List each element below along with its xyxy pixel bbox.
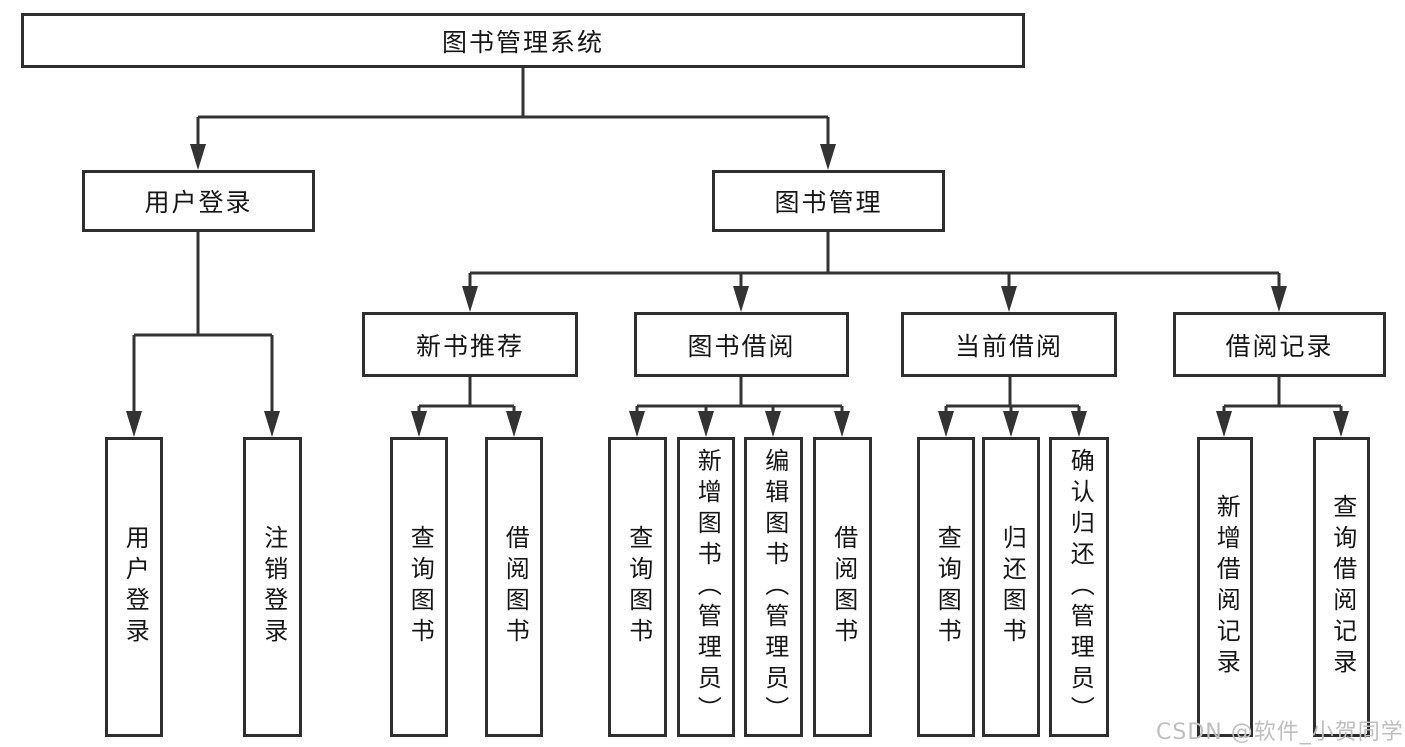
arrowhead-icon	[506, 411, 522, 437]
node-cur-confirm: 确认归还（管理员）	[1049, 437, 1109, 737]
node-label: 确认归还（管理员）	[1066, 447, 1093, 727]
node-login-user: 用户登录	[105, 437, 163, 737]
arrowhead-icon	[834, 411, 850, 437]
edge-book-borrow	[635, 377, 844, 427]
node-label: 编辑图书（管理员）	[760, 447, 787, 727]
node-label: 图书借阅	[687, 333, 796, 361]
watermark: CSDN @软件_小贺同学	[1156, 720, 1404, 745]
edge-user-login	[132, 232, 274, 427]
node-book-mgmt: 图书管理	[712, 170, 945, 232]
node-label: 用户登录	[144, 190, 253, 217]
node-label: 借阅图书	[501, 525, 528, 649]
arrowhead-icon	[698, 411, 714, 437]
edge-system	[196, 68, 830, 160]
node-label: 查询借阅记录	[1328, 494, 1355, 680]
arrowhead-icon	[938, 411, 954, 437]
arrowhead-icon	[190, 144, 206, 170]
edge-current-borrow	[944, 377, 1081, 427]
node-label: 查询图书	[933, 525, 960, 649]
node-borrow-edit: 编辑图书（管理员）	[744, 437, 803, 737]
arrowhead-icon	[820, 144, 836, 170]
node-label: 新增借阅记录	[1212, 494, 1239, 680]
node-rec-query: 查询图书	[390, 437, 448, 737]
arrowhead-icon	[1003, 411, 1019, 437]
node-borrow-borrow: 借阅图书	[813, 437, 872, 737]
node-login-logout: 注销登录	[243, 437, 302, 737]
arrowhead-icon	[264, 411, 280, 437]
node-label: 用户登录	[121, 525, 148, 649]
arrowhead-icon	[1271, 286, 1287, 312]
node-label: 图书管理	[774, 190, 883, 217]
node-borrow-records: 借阅记录	[1173, 312, 1386, 377]
node-records-add: 新增借阅记录	[1197, 437, 1253, 737]
node-label: 新增图书（管理员）	[693, 447, 720, 727]
node-user-login: 用户登录	[82, 170, 315, 232]
edge-borrow-records	[1222, 377, 1343, 427]
arrowhead-icon	[462, 286, 478, 312]
node-label: 借阅记录	[1225, 333, 1334, 361]
arrowhead-icon	[1333, 411, 1349, 437]
node-records-query: 查询借阅记录	[1313, 437, 1370, 737]
node-label: 新书推荐	[415, 333, 524, 361]
node-borrow-add: 新增图书（管理员）	[677, 437, 735, 737]
node-borrow-query: 查询图书	[608, 437, 667, 737]
node-current-borrow: 当前借阅	[901, 312, 1117, 377]
node-rec-borrow: 借阅图书	[485, 437, 543, 737]
node-book-borrow: 图书借阅	[634, 312, 849, 377]
arrowhead-icon	[629, 411, 645, 437]
node-label: 当前借阅	[954, 333, 1063, 361]
arrowhead-icon	[733, 286, 749, 312]
node-label: 归还图书	[998, 525, 1025, 649]
arrowhead-icon	[1216, 411, 1232, 437]
node-label: 借阅图书	[829, 525, 856, 649]
arrowhead-icon	[1071, 411, 1087, 437]
node-system: 图书管理系统	[21, 13, 1025, 68]
arrowhead-icon	[1001, 286, 1017, 312]
edge-new-book-rec	[417, 377, 516, 427]
node-label: 查询图书	[624, 525, 651, 649]
node-label: 查询图书	[406, 525, 433, 649]
arrowhead-icon	[411, 411, 427, 437]
node-new-book-rec: 新书推荐	[362, 312, 578, 377]
node-label: 注销登录	[259, 525, 286, 649]
edge-book-mgmt	[468, 232, 1281, 302]
arrowhead-icon	[765, 411, 781, 437]
node-label: 图书管理系统	[441, 29, 604, 57]
node-cur-query: 查询图书	[917, 437, 975, 737]
arrowhead-icon	[126, 411, 142, 437]
node-cur-return: 归还图书	[982, 437, 1040, 737]
